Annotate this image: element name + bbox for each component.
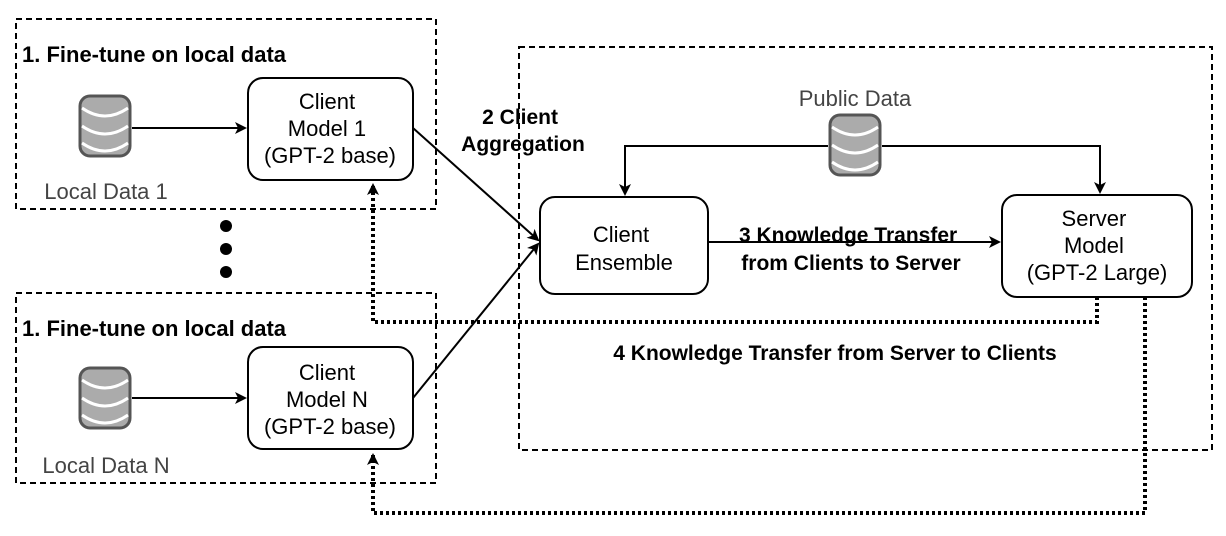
client-ensemble-line2: Ensemble xyxy=(575,250,673,275)
svg-text:3 Knowledge Transfer from: 3 Knowledge Transfer from Clients to Ser… xyxy=(739,224,963,275)
local-data-n-label: Local Data N xyxy=(42,453,169,478)
dotted-arrow-server-to-client-n xyxy=(367,297,1147,515)
step2-label-line2: Aggregation xyxy=(461,133,585,156)
ellipsis-dot xyxy=(220,243,232,255)
step1-title-top: 1. Fine-tune on local data xyxy=(22,42,287,67)
public-data-label: Public Data xyxy=(799,86,912,111)
arrow-client-1-to-ensemble xyxy=(412,127,540,242)
svg-text:Client Model N (GPT-2: Client Model N (GPT-2 base) xyxy=(264,360,396,439)
step4-label: 4 Knowledge Transfer from Server to Clie… xyxy=(613,342,1056,365)
svg-text:Client Ensemble: Client Ensemble xyxy=(575,222,673,275)
local-data-1-database-icon xyxy=(78,94,132,158)
step2-label-line1: 2 Client xyxy=(482,106,558,129)
ellipsis-dot xyxy=(220,266,232,278)
arrow-public-data-to-server xyxy=(882,145,1106,194)
ellipsis-dot xyxy=(220,220,232,232)
client-ensemble-box xyxy=(539,196,709,295)
server-model-line3: (GPT-2 Large) xyxy=(1027,260,1168,285)
local-data-n-database-icon xyxy=(78,366,132,430)
public-data-database-icon xyxy=(828,113,882,177)
local-client-n-group xyxy=(15,292,437,484)
client-model-n-line2: Model N xyxy=(286,387,368,412)
server-model-line1: Server xyxy=(1062,206,1127,231)
client-ensemble-line1: Client xyxy=(593,222,649,247)
client-model-1-line1: Client xyxy=(299,89,355,114)
server-model-line2: Model xyxy=(1064,233,1124,258)
client-model-1-line2: Model 1 xyxy=(288,116,366,141)
server-group xyxy=(518,46,1213,451)
dotted-arrow-server-to-client-1 xyxy=(367,183,1099,324)
arrow-public-data-to-ensemble xyxy=(619,145,828,196)
svg-text:Server Model (GPT-2 La: Server Model (GPT-2 Large) xyxy=(1027,206,1168,285)
local-data-1-label: Local Data 1 xyxy=(44,179,168,204)
local-client-1-group xyxy=(15,18,437,210)
step3-label-line2: from Clients to Server xyxy=(741,252,960,275)
step1-title-bottom: 1. Fine-tune on local data xyxy=(22,316,287,341)
client-model-n-line1: Client xyxy=(299,360,355,385)
svg-text:Client Model 1 (GPT-2: Client Model 1 (GPT-2 base) xyxy=(264,89,396,168)
arrow-client-n-to-ensemble xyxy=(412,242,540,399)
svg-text:2 Client Aggregation: 2 Client Aggregation xyxy=(461,106,585,156)
client-model-n-line3: (GPT-2 base) xyxy=(264,414,396,439)
step3-label-line1: 3 Knowledge Transfer xyxy=(739,224,957,247)
client-model-1-line3: (GPT-2 base) xyxy=(264,143,396,168)
